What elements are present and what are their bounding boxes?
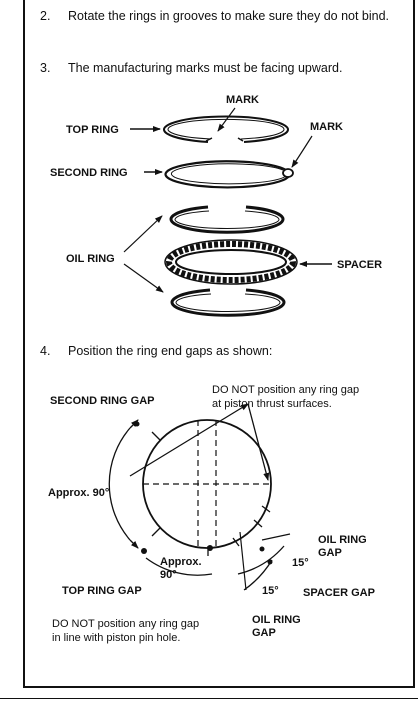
label-second-ring: SECOND RING: [50, 167, 128, 179]
label-top-ring: TOP RING: [66, 124, 119, 136]
step-3-text: The manufacturing marks must be facing u…: [68, 61, 343, 75]
label-approx-bottom-line1: Approx.: [160, 556, 202, 568]
bottom-rule: [0, 698, 418, 699]
thrust-note-line2: at piston thrust surfaces.: [212, 398, 332, 410]
label-approx-left: Approx. 90°: [48, 487, 109, 499]
label-oil-ring-gap-bottom-line1: OIL RING: [252, 614, 301, 626]
step-4-number: 4.: [40, 344, 51, 358]
page-frame: [23, 0, 415, 688]
step-4: 4. Position the ring end gaps as shown:: [40, 343, 410, 360]
label-spacer: SPACER: [337, 259, 382, 271]
label-oil-ring-gap-bottom-line2: GAP: [252, 627, 276, 639]
spacer: [164, 239, 298, 285]
step-3: 3. The manufacturing marks must be facin…: [40, 60, 410, 77]
label-mark-top: MARK: [226, 94, 259, 106]
gap-diagram: [108, 403, 291, 591]
label-angle-lower: 15°: [262, 585, 279, 597]
label-oil-ring: OIL RING: [66, 253, 115, 265]
label-oil-ring-gap-right-line2: GAP: [318, 547, 342, 559]
step-2: 2. Rotate the rings in grooves to make s…: [40, 8, 410, 42]
pin-note-line2: in line with piston pin hole.: [52, 632, 180, 644]
oil-ring-lower-rail: [170, 288, 286, 317]
ring-diagram: [163, 115, 298, 317]
step-2-text: Rotate the rings in grooves to make sure…: [68, 9, 390, 23]
label-mark-right: MARK: [310, 121, 343, 133]
label-second-ring-gap: SECOND RING GAP: [50, 395, 155, 407]
step-3-number: 3.: [40, 61, 51, 75]
second-ring: [164, 160, 294, 189]
step-4-text: Position the ring end gaps as shown:: [68, 344, 273, 358]
label-top-ring-gap: TOP RING GAP: [62, 585, 142, 597]
step-2-number: 2.: [40, 9, 51, 23]
pin-note-line1: DO NOT position any ring gap: [52, 618, 199, 630]
thrust-note-line1: DO NOT position any ring gap: [212, 384, 359, 396]
label-angle-upper: 15°: [292, 557, 309, 569]
label-oil-ring-gap-right-line1: OIL RING: [318, 534, 367, 546]
oil-ring-upper-rail: [169, 205, 285, 234]
label-spacer-gap: SPACER GAP: [303, 587, 375, 599]
label-approx-bottom-line2: 90°: [160, 569, 177, 581]
